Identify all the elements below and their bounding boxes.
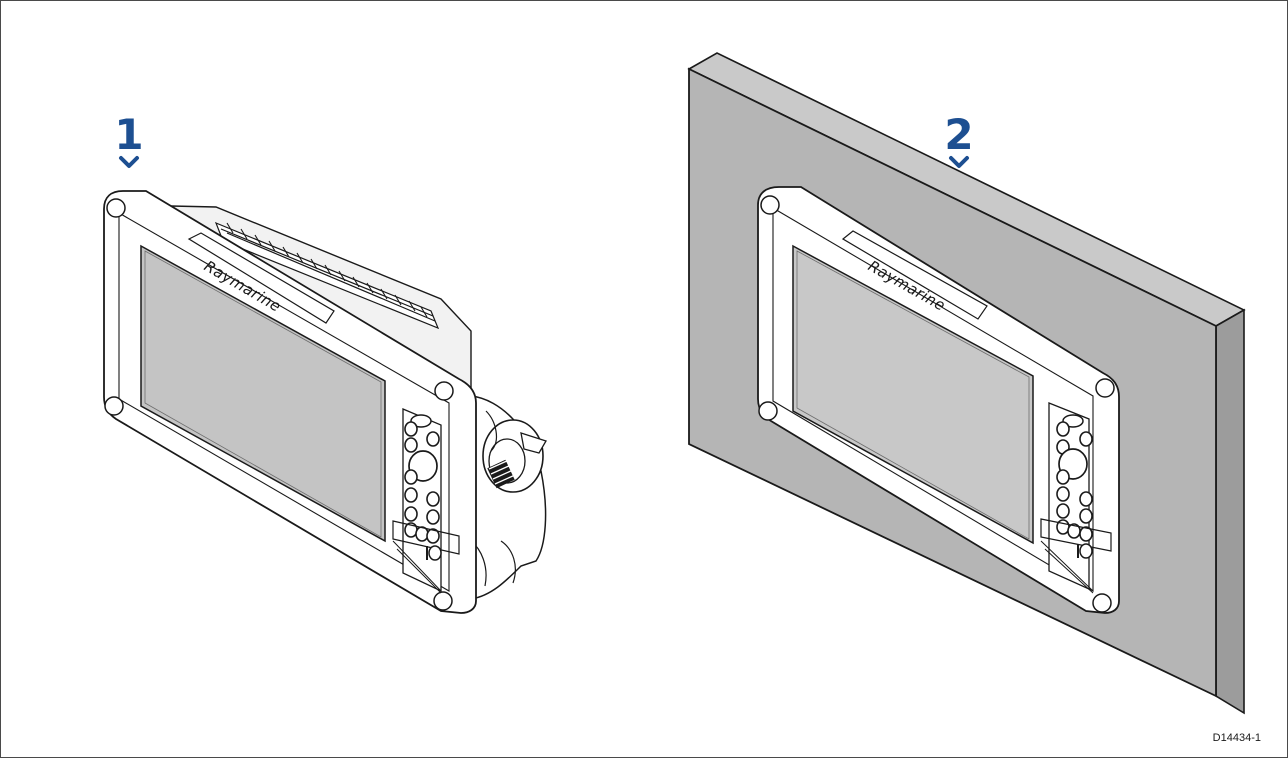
unit-1-screen: [140, 244, 386, 543]
drawing-code: D14434-1: [1213, 732, 1261, 744]
mounting-panel-side: [1215, 308, 1245, 715]
unit-2-panel-mount: Raymarine: [687, 52, 1246, 715]
callout-2-arrow: [949, 156, 969, 168]
callout-1-label: 1: [114, 110, 143, 159]
unit-1-keypad-buttons: [392, 414, 460, 594]
callout-2-label: 2: [944, 110, 973, 159]
unit-1-corner-bumpers: [104, 198, 454, 611]
unit-1-bracket-mount: Raymarine: [103, 190, 547, 614]
callout-2: 2: [944, 110, 974, 168]
unit-1-fin-ridges: [226, 222, 428, 318]
callout-1-arrow: [119, 156, 139, 168]
unit-2-keypad-buttons: [1040, 414, 1112, 594]
callout-1: 1: [114, 110, 144, 168]
unit-2-screen: [792, 244, 1034, 545]
unit-2-corner-bumpers: [758, 195, 1115, 613]
unit-1-bracket-knob: [482, 410, 547, 493]
